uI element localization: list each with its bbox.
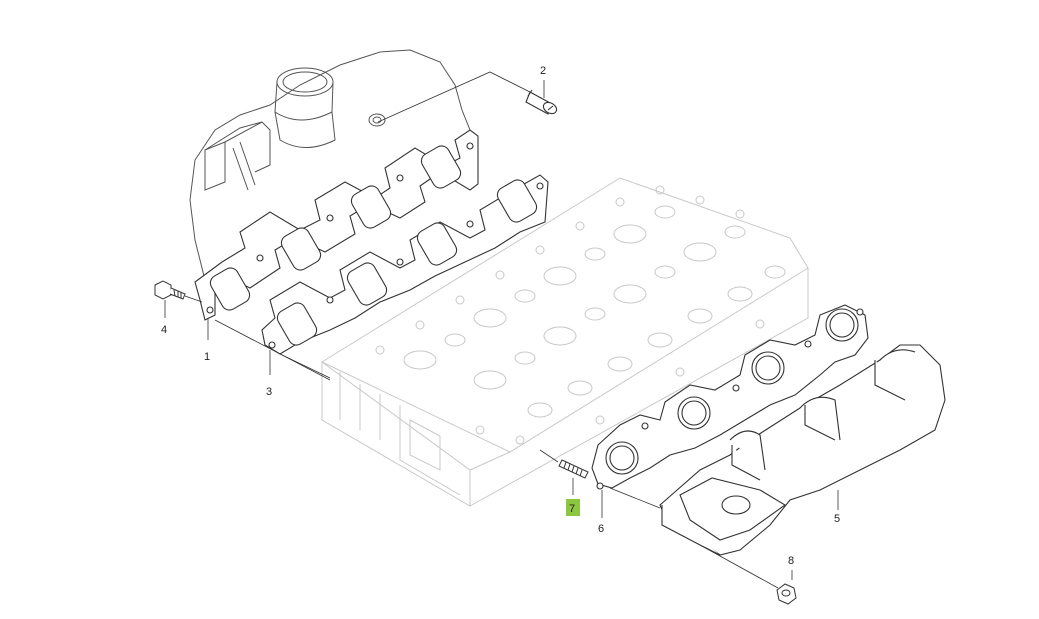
callout-3: 3 (266, 386, 272, 398)
leader-lines (164, 71, 839, 589)
bolt-part-4 (154, 280, 186, 300)
callout-5: 5 (834, 513, 840, 525)
cylinder-head (320, 177, 809, 507)
callout-2: 2 (540, 65, 546, 77)
sleeve-part-2 (525, 89, 558, 115)
intake-gasket-1 (194, 129, 479, 321)
callout-6: 6 (598, 523, 604, 535)
callout-1: 1 (204, 351, 210, 363)
callout-7-highlight (566, 499, 580, 516)
callout-4: 4 (161, 324, 167, 336)
exhaust-manifold-5 (659, 344, 946, 556)
callout-8: 8 (788, 555, 794, 567)
exhaust-gasket-6 (591, 304, 869, 490)
callout-7[interactable]: 7 (569, 503, 575, 515)
nut-part-8 (776, 583, 797, 605)
stud-part-7 (558, 459, 589, 479)
callouts: 1 2 3 4 5 6 7 8 (161, 65, 840, 567)
intake-gasket-3 (261, 174, 549, 355)
